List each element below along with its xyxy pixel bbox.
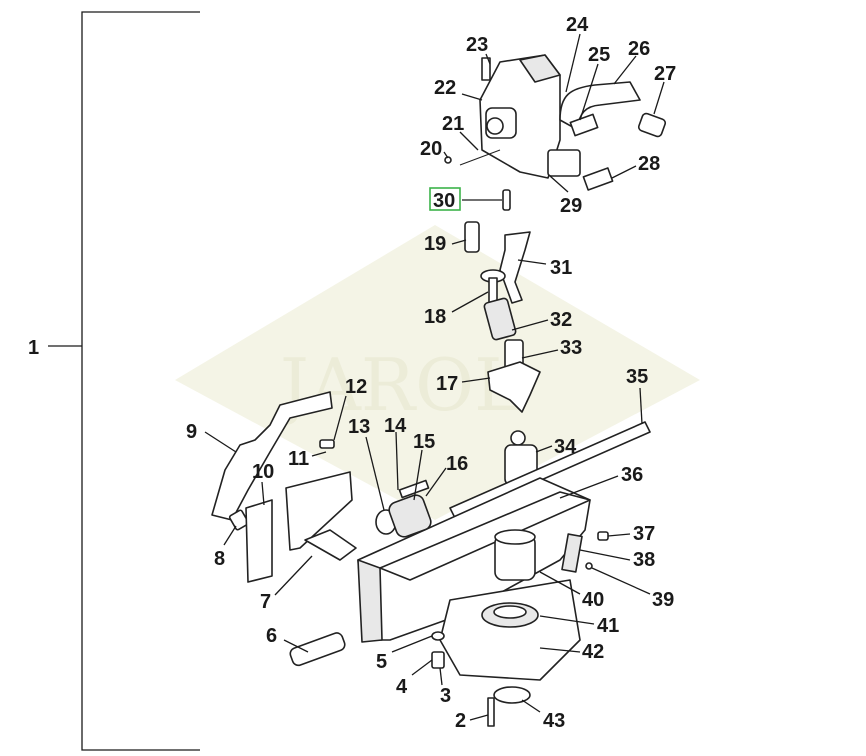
watermark: JAROL	[175, 225, 700, 520]
callout-1[interactable]: 1	[28, 337, 39, 359]
callout-15[interactable]: 15	[413, 431, 435, 453]
callout-26[interactable]: 26	[628, 38, 650, 60]
callout-39[interactable]: 39	[652, 589, 674, 611]
callout-13[interactable]: 13	[348, 416, 370, 438]
callout-34[interactable]: 34	[554, 436, 577, 458]
handle-part	[289, 632, 346, 667]
callout-17[interactable]: 17	[436, 373, 458, 395]
callout-20[interactable]: 20	[420, 138, 442, 160]
drawbar-body-part	[357, 477, 591, 643]
pin-part	[502, 189, 511, 211]
valve-housing-part	[444, 54, 667, 191]
assembly-bracket: 1	[28, 11, 200, 751]
callout-22[interactable]: 22	[434, 77, 456, 99]
callout-25[interactable]: 25	[588, 44, 610, 66]
callout-33[interactable]: 33	[560, 337, 582, 359]
bushing-part	[431, 631, 445, 669]
coupling-head-part	[439, 529, 581, 681]
callout-16[interactable]: 16	[446, 453, 468, 475]
spring-part	[375, 479, 432, 538]
callout-32[interactable]: 32	[550, 309, 572, 331]
callout-2[interactable]: 2	[455, 710, 466, 732]
callout-28[interactable]: 28	[638, 153, 660, 175]
callout-30[interactable]: 30	[433, 190, 455, 212]
linkage-part	[211, 391, 357, 583]
callout-7[interactable]: 7	[260, 591, 271, 613]
callout-23[interactable]: 23	[466, 34, 488, 56]
callout-29[interactable]: 29	[560, 195, 582, 217]
callout-19[interactable]: 19	[424, 233, 446, 255]
callout-21[interactable]: 21	[442, 113, 464, 135]
callout-12[interactable]: 12	[345, 376, 367, 398]
callout-35[interactable]: 35	[626, 366, 648, 388]
callout-18[interactable]: 18	[424, 306, 446, 328]
callout-27[interactable]: 27	[654, 63, 676, 85]
callout-40[interactable]: 40	[582, 589, 604, 611]
callout-4[interactable]: 4	[396, 676, 408, 698]
plunger-spring-part	[480, 269, 524, 371]
small-fasteners-part	[561, 531, 609, 573]
latch-part	[487, 361, 541, 413]
callout-36[interactable]: 36	[621, 464, 643, 486]
callout-14[interactable]: 14	[384, 415, 407, 437]
callout-6[interactable]: 6	[266, 625, 277, 647]
callout-9[interactable]: 9	[186, 421, 197, 443]
callout-layer: 2 3 4 5 6 7 8 9 10 11 12 13 14	[186, 14, 676, 732]
callout-37[interactable]: 37	[633, 523, 655, 545]
callout-41[interactable]: 41	[597, 615, 619, 637]
ring-pin-part	[487, 686, 531, 727]
callout-38[interactable]: 38	[633, 549, 655, 571]
callout-10[interactable]: 10	[252, 461, 274, 483]
watermark-text: JAROL	[273, 343, 522, 427]
shaft-part	[449, 421, 651, 519]
callout-3[interactable]: 3	[440, 685, 451, 707]
lever-part	[464, 221, 531, 304]
highlight-box-30	[429, 187, 461, 211]
callout-43[interactable]: 43	[543, 710, 565, 732]
callout-8[interactable]: 8	[214, 548, 225, 570]
callout-5[interactable]: 5	[376, 651, 387, 673]
callout-24[interactable]: 24	[566, 14, 589, 36]
callout-42[interactable]: 42	[582, 641, 604, 663]
callout-31[interactable]: 31	[550, 257, 572, 279]
callout-11[interactable]: 11	[288, 448, 309, 470]
